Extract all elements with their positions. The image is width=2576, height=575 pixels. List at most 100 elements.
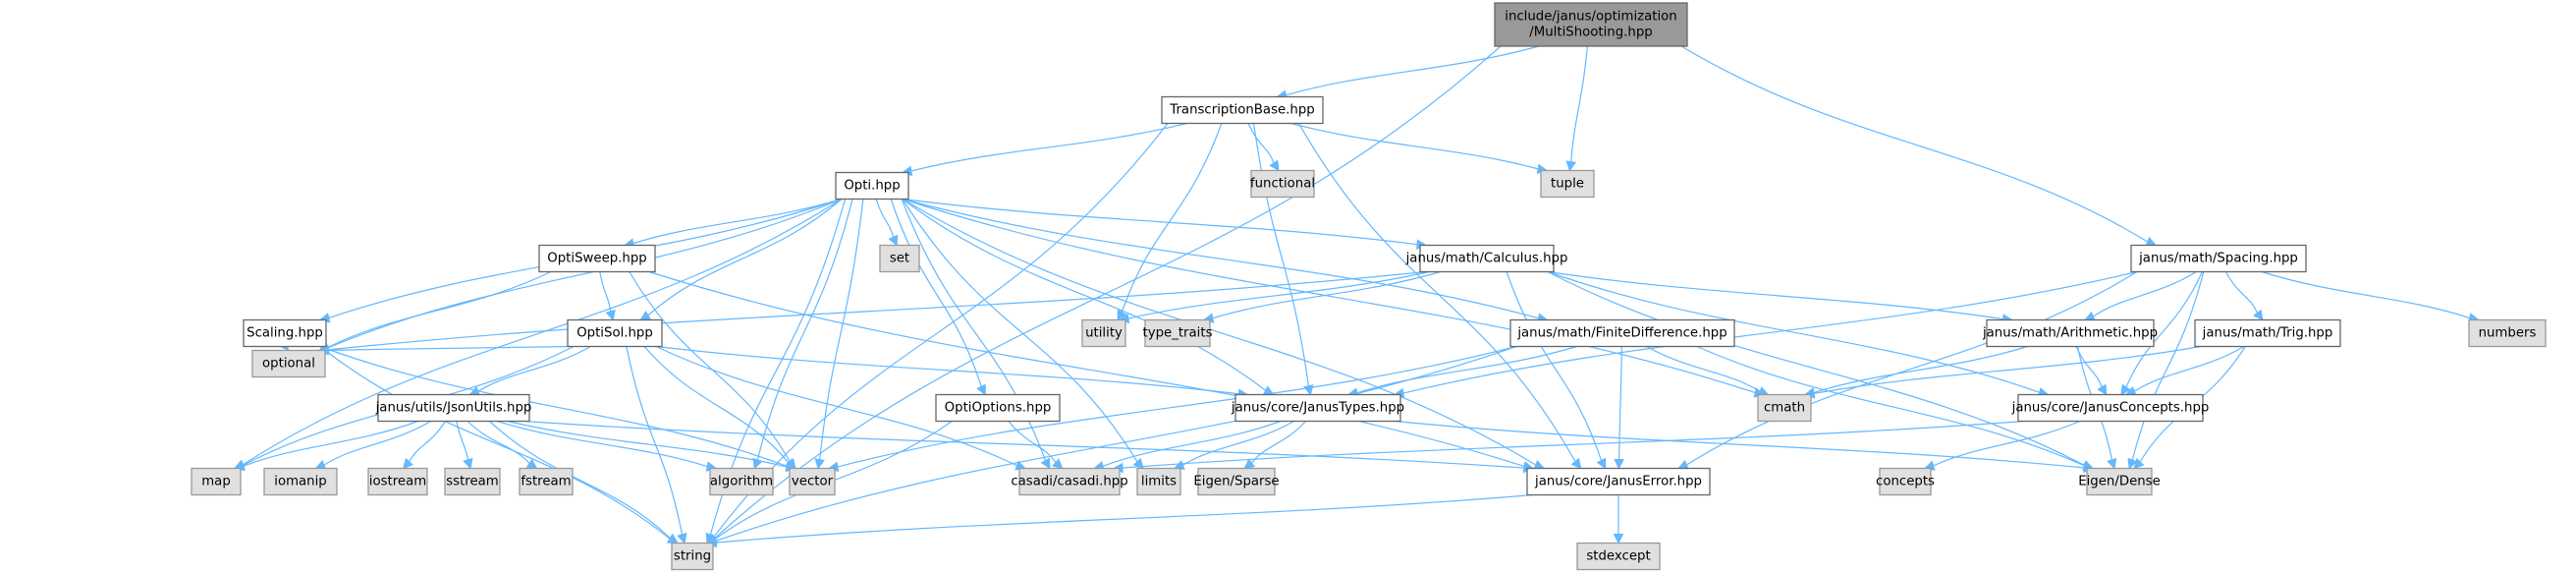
edge-spacing-to-arithmetic <box>2093 270 2197 317</box>
node-calculus[interactable]: janus/math/Calculus.hpp <box>1405 244 1568 273</box>
edge-optisol-to-jsonutils <box>477 345 591 392</box>
edge-janusconcepts-to-casadi <box>1122 420 2025 469</box>
edge-jsonutils-to-fstream <box>466 421 530 464</box>
node-optisol[interactable]: OptiSol.hpp <box>567 318 663 348</box>
node-spacing[interactable]: janus/math/Spacing.hpp <box>2130 244 2307 273</box>
node-label-cmath: cmath <box>1764 401 1805 416</box>
edge-optisweep-to-vector <box>629 271 791 462</box>
arrowhead-calculus-to-januserror <box>1596 457 1607 470</box>
edge-opti-to-optional <box>327 198 843 349</box>
edge-opti-to-vector <box>818 199 864 460</box>
nodes-layer: include/janus/optimization/MultiShooting… <box>191 2 2547 571</box>
edge-opti-to-optioptions <box>890 199 982 387</box>
arrowhead-jsonutils-to-sstream <box>463 457 473 470</box>
node-box-optisol[interactable] <box>567 318 663 348</box>
arrowhead-opti-to-set <box>888 234 899 247</box>
edge-jsonutils-to-iomanip <box>323 420 431 466</box>
arrowhead-spacing-to-trig <box>2253 309 2264 321</box>
node-label-trig: janus/math/Trig.hpp <box>2202 326 2333 341</box>
node-optisweep[interactable]: OptiSweep.hpp <box>538 244 656 273</box>
node-opti[interactable]: Opti.hpp <box>835 171 909 201</box>
node-janusconcepts[interactable]: janus/core/JanusConcepts.hpp <box>2011 393 2210 423</box>
edge-janustypes-to-limits <box>1182 420 1294 466</box>
arrowhead-januserror-to-stdexcept <box>1613 534 1624 545</box>
node-limits: limits <box>1136 467 1181 496</box>
node-janustypes[interactable]: janus/core/JanusTypes.hpp <box>1231 393 1404 423</box>
node-label-spacing: janus/math/Spacing.hpp <box>2138 252 2298 266</box>
node-box-spacing[interactable] <box>2130 244 2307 273</box>
node-box-casadi <box>1018 467 1121 496</box>
node-box-janusconcepts[interactable] <box>2017 393 2204 423</box>
arrowhead-root-to-tuple <box>1565 160 1576 172</box>
edge-jsonutils-to-sstream <box>456 421 469 460</box>
node-box-jsonutils[interactable] <box>377 393 530 423</box>
node-box-finitediff[interactable] <box>1509 318 1735 348</box>
node-box-eigensparse <box>1197 467 1276 496</box>
node-label-calculus: janus/math/Calculus.hpp <box>1405 252 1568 266</box>
node-map: map <box>191 467 242 496</box>
edge-optisweep-to-optisol <box>599 271 612 312</box>
node-jsonutils[interactable]: janus/utils/JsonUtils.hpp <box>375 393 532 423</box>
node-transcription[interactable]: TranscriptionBase.hpp <box>1161 95 1324 125</box>
node-label-string: string <box>674 549 711 564</box>
node-box-optioptions[interactable] <box>935 393 1061 423</box>
edge-arithmetic-to-cmath <box>1813 345 2028 394</box>
node-box-janustypes[interactable] <box>1234 393 1401 423</box>
node-box-numbers <box>2468 318 2547 348</box>
node-box-transcription[interactable] <box>1161 95 1324 125</box>
node-optioptions[interactable]: OptiOptions.hpp <box>935 393 1061 423</box>
node-box-eigendense <box>2086 467 2153 496</box>
node-box-vector <box>789 467 836 496</box>
node-label-iostream: iostream <box>369 475 426 489</box>
edge-root-to-transcription <box>1286 45 1539 96</box>
edge-calculus-to-arithmetic <box>1547 270 2003 320</box>
node-box-scaling[interactable] <box>243 318 327 348</box>
node-januserror[interactable]: janus/core/JanusError.hpp <box>1526 467 1711 496</box>
node-box-trig[interactable] <box>2194 318 2341 348</box>
node-box-calculus[interactable] <box>1419 244 1555 273</box>
node-label-root: /MultiShooting.hpp <box>1529 26 1652 40</box>
node-box-iomanip <box>263 467 338 496</box>
node-root[interactable]: include/janus/optimization/MultiShooting… <box>1494 2 1688 47</box>
edge-calculus-to-eigendense <box>1547 270 2085 466</box>
edge-opti-to-set <box>875 199 895 238</box>
edge-trig-to-cmath <box>1813 345 2202 395</box>
node-arithmetic[interactable]: janus/math/Arithmetic.hpp <box>1982 318 2158 348</box>
edge-arithmetic-to-janusconcepts <box>2075 346 2103 388</box>
node-box-iostream <box>367 467 428 496</box>
node-scaling[interactable]: Scaling.hpp <box>243 318 327 348</box>
node-stdexcept: stdexcept <box>1576 542 1661 571</box>
node-box-arithmetic[interactable] <box>1986 318 2155 348</box>
node-box-root[interactable] <box>1494 2 1688 47</box>
node-label-jsonutils: janus/utils/JsonUtils.hpp <box>375 401 532 416</box>
arrowhead-transcription-to-januserror <box>1570 457 1582 470</box>
arrowhead-spacing-to-arithmetic <box>2084 311 2096 321</box>
node-finitediff[interactable]: janus/math/FiniteDifference.hpp <box>1509 318 1735 348</box>
edge-spacing-to-januserror <box>1686 270 2138 466</box>
node-label-optioptions: OptiOptions.hpp <box>945 401 1052 416</box>
node-vector: vector <box>789 467 836 496</box>
node-eigensparse: Eigen/Sparse <box>1193 467 1280 496</box>
edge-janusconcepts-to-concepts <box>1933 420 2080 467</box>
node-box-optisweep[interactable] <box>538 244 656 273</box>
node-box-januserror[interactable] <box>1526 467 1711 496</box>
edge-calculus-to-janusconcepts <box>1547 270 2040 393</box>
arrowhead-arithmetic-to-janusconcepts <box>2097 383 2108 396</box>
edge-finitediff-to-januserror <box>1618 346 1622 460</box>
edges-layer <box>233 45 2480 548</box>
node-box-limits <box>1136 467 1181 496</box>
edge-transcription-to-tuple <box>1290 122 1539 170</box>
node-sstream: sstream <box>444 467 501 496</box>
node-trig[interactable]: janus/math/Trig.hpp <box>2194 318 2341 348</box>
edge-calculus-to-utility <box>1127 270 1430 319</box>
edge-optisweep-to-januserror <box>648 270 1525 468</box>
node-label-concepts: concepts <box>1876 475 1935 489</box>
arrowhead-jsonutils-to-string <box>667 533 679 545</box>
arrowhead-opti-to-optisol <box>639 311 652 321</box>
arrowhead-spacing-to-janusconcepts <box>2120 383 2131 396</box>
node-box-opti[interactable] <box>835 171 909 201</box>
edge-januserror-to-string <box>715 493 1534 544</box>
arrowhead-transcription-to-utility <box>1117 309 1127 321</box>
node-box-map <box>191 467 242 496</box>
node-numbers: numbers <box>2468 318 2547 348</box>
